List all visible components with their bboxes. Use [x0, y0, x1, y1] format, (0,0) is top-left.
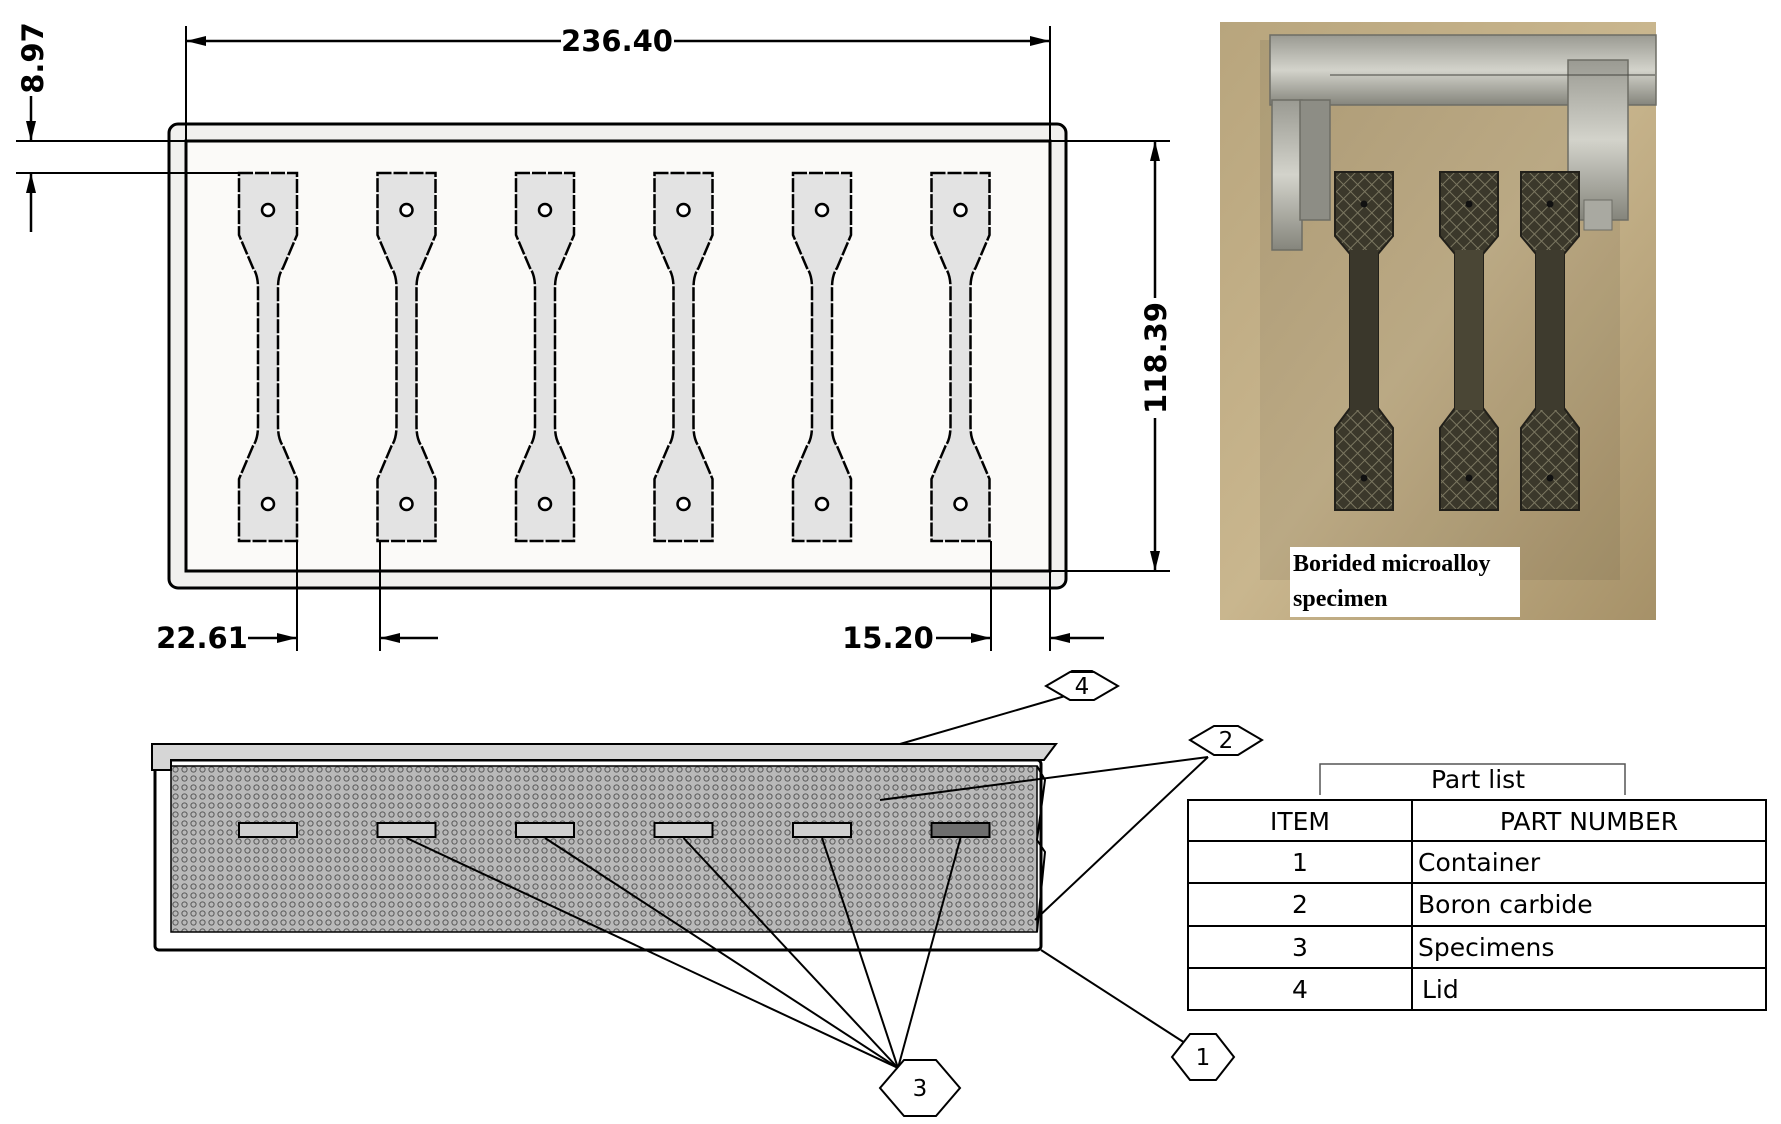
specimen-side-view: [653, 822, 714, 838]
leader-line-lid: [899, 693, 1073, 745]
specimen-side-view: [792, 822, 852, 838]
photo-specimens: [1334, 171, 1580, 511]
specimen-top-view: [376, 171, 437, 543]
specimen-hole: [537, 202, 553, 218]
balloon-boron-carbide-label: 2: [1219, 728, 1234, 754]
right-spacing-label: 15.20: [842, 621, 934, 655]
balloon-specimens: 3: [878, 1059, 962, 1117]
photo-caption-line-1: Borided microalloy: [1293, 551, 1491, 577]
left-spacing-label: 22.61: [156, 621, 248, 655]
part-list-item-1: 1: [1292, 848, 1308, 877]
specimen-top-view: [930, 171, 991, 543]
specimen-hole: [537, 496, 553, 512]
leader-line-specimen: [406, 837, 899, 1069]
container-wall-break: [1035, 765, 1047, 933]
leader-lines-specimens: [406, 837, 962, 1069]
side-view: 4 2 3 1: [151, 670, 1264, 1117]
leader-line-specimen: [544, 837, 899, 1069]
overall-length-label: 236.40: [561, 24, 673, 58]
leader-line-specimen: [821, 837, 899, 1069]
photo-caption-line-2: specimen: [1293, 586, 1388, 612]
specimen-side-view: [930, 822, 991, 838]
balloon-boron-carbide: 2: [1188, 725, 1264, 756]
specimen-hole: [953, 496, 968, 512]
leader-line-carbide: [879, 756, 1209, 801]
specimen-photo: Borided microalloy specimen: [1220, 22, 1657, 620]
specimens-side-group: [238, 822, 991, 838]
part-list-item-3: 3: [1292, 933, 1308, 962]
part-list-part-3: Specimens: [1418, 933, 1554, 962]
leader-line-specimen: [682, 837, 899, 1069]
part-list-part-2: Boron carbide: [1418, 890, 1593, 919]
specimens-top-group: [237, 171, 991, 543]
boron-carbide-fill: [170, 765, 1038, 933]
specimen-top-view: [653, 171, 714, 543]
specimen-side-view: [376, 822, 437, 838]
part-list-header-item: ITEM: [1270, 807, 1330, 836]
balloon-lid-label: 4: [1075, 674, 1090, 700]
top-view: 236.40 118.39 8.97 22.61 15.20: [16, 22, 1173, 655]
top-offset-label: 8.97: [16, 22, 50, 94]
part-list-title-bracket: [1319, 763, 1626, 795]
specimen-top-view: [791, 171, 853, 543]
specimen-hole: [399, 496, 414, 512]
leader-line-container: [1040, 949, 1186, 1044]
part-list: Part list ITEM PART NUMBER 1 Container 2…: [1187, 763, 1767, 1011]
specimen-top-view: [514, 171, 576, 543]
leader-line-specimen: [897, 837, 962, 1069]
part-list-item-4: 4: [1292, 975, 1308, 1004]
specimen-hole: [260, 496, 276, 512]
balloon-lid: 4: [1044, 670, 1120, 701]
balloon-specimens-label: 3: [913, 1076, 928, 1102]
part-list-part-1: Container: [1418, 848, 1541, 877]
specimen-hole: [676, 202, 691, 218]
part-list-part-4: Lid: [1422, 975, 1459, 1004]
specimen-hole: [399, 202, 414, 218]
specimen-side-view: [515, 822, 575, 838]
part-list-title: Part list: [1431, 765, 1525, 794]
specimen-hole: [953, 202, 968, 218]
specimen-hole: [814, 202, 830, 218]
specimen-side-view: [238, 822, 298, 838]
specimen-hole: [260, 202, 276, 218]
photo-caption-box: [1290, 547, 1520, 617]
part-list-item-2: 2: [1292, 890, 1308, 919]
part-list-table-border: [1187, 799, 1767, 1011]
leader-line-carbide: [1034, 756, 1209, 921]
lid: [151, 743, 1058, 771]
container-inner-outline: [184, 139, 1052, 573]
specimen-hole: [676, 496, 691, 512]
balloon-container: 1: [1170, 1033, 1236, 1081]
part-list-header-part-number: PART NUMBER: [1500, 807, 1678, 836]
balloon-container-label: 1: [1196, 1045, 1211, 1071]
specimen-hole: [814, 496, 830, 512]
overall-height-label: 118.39: [1139, 302, 1173, 414]
